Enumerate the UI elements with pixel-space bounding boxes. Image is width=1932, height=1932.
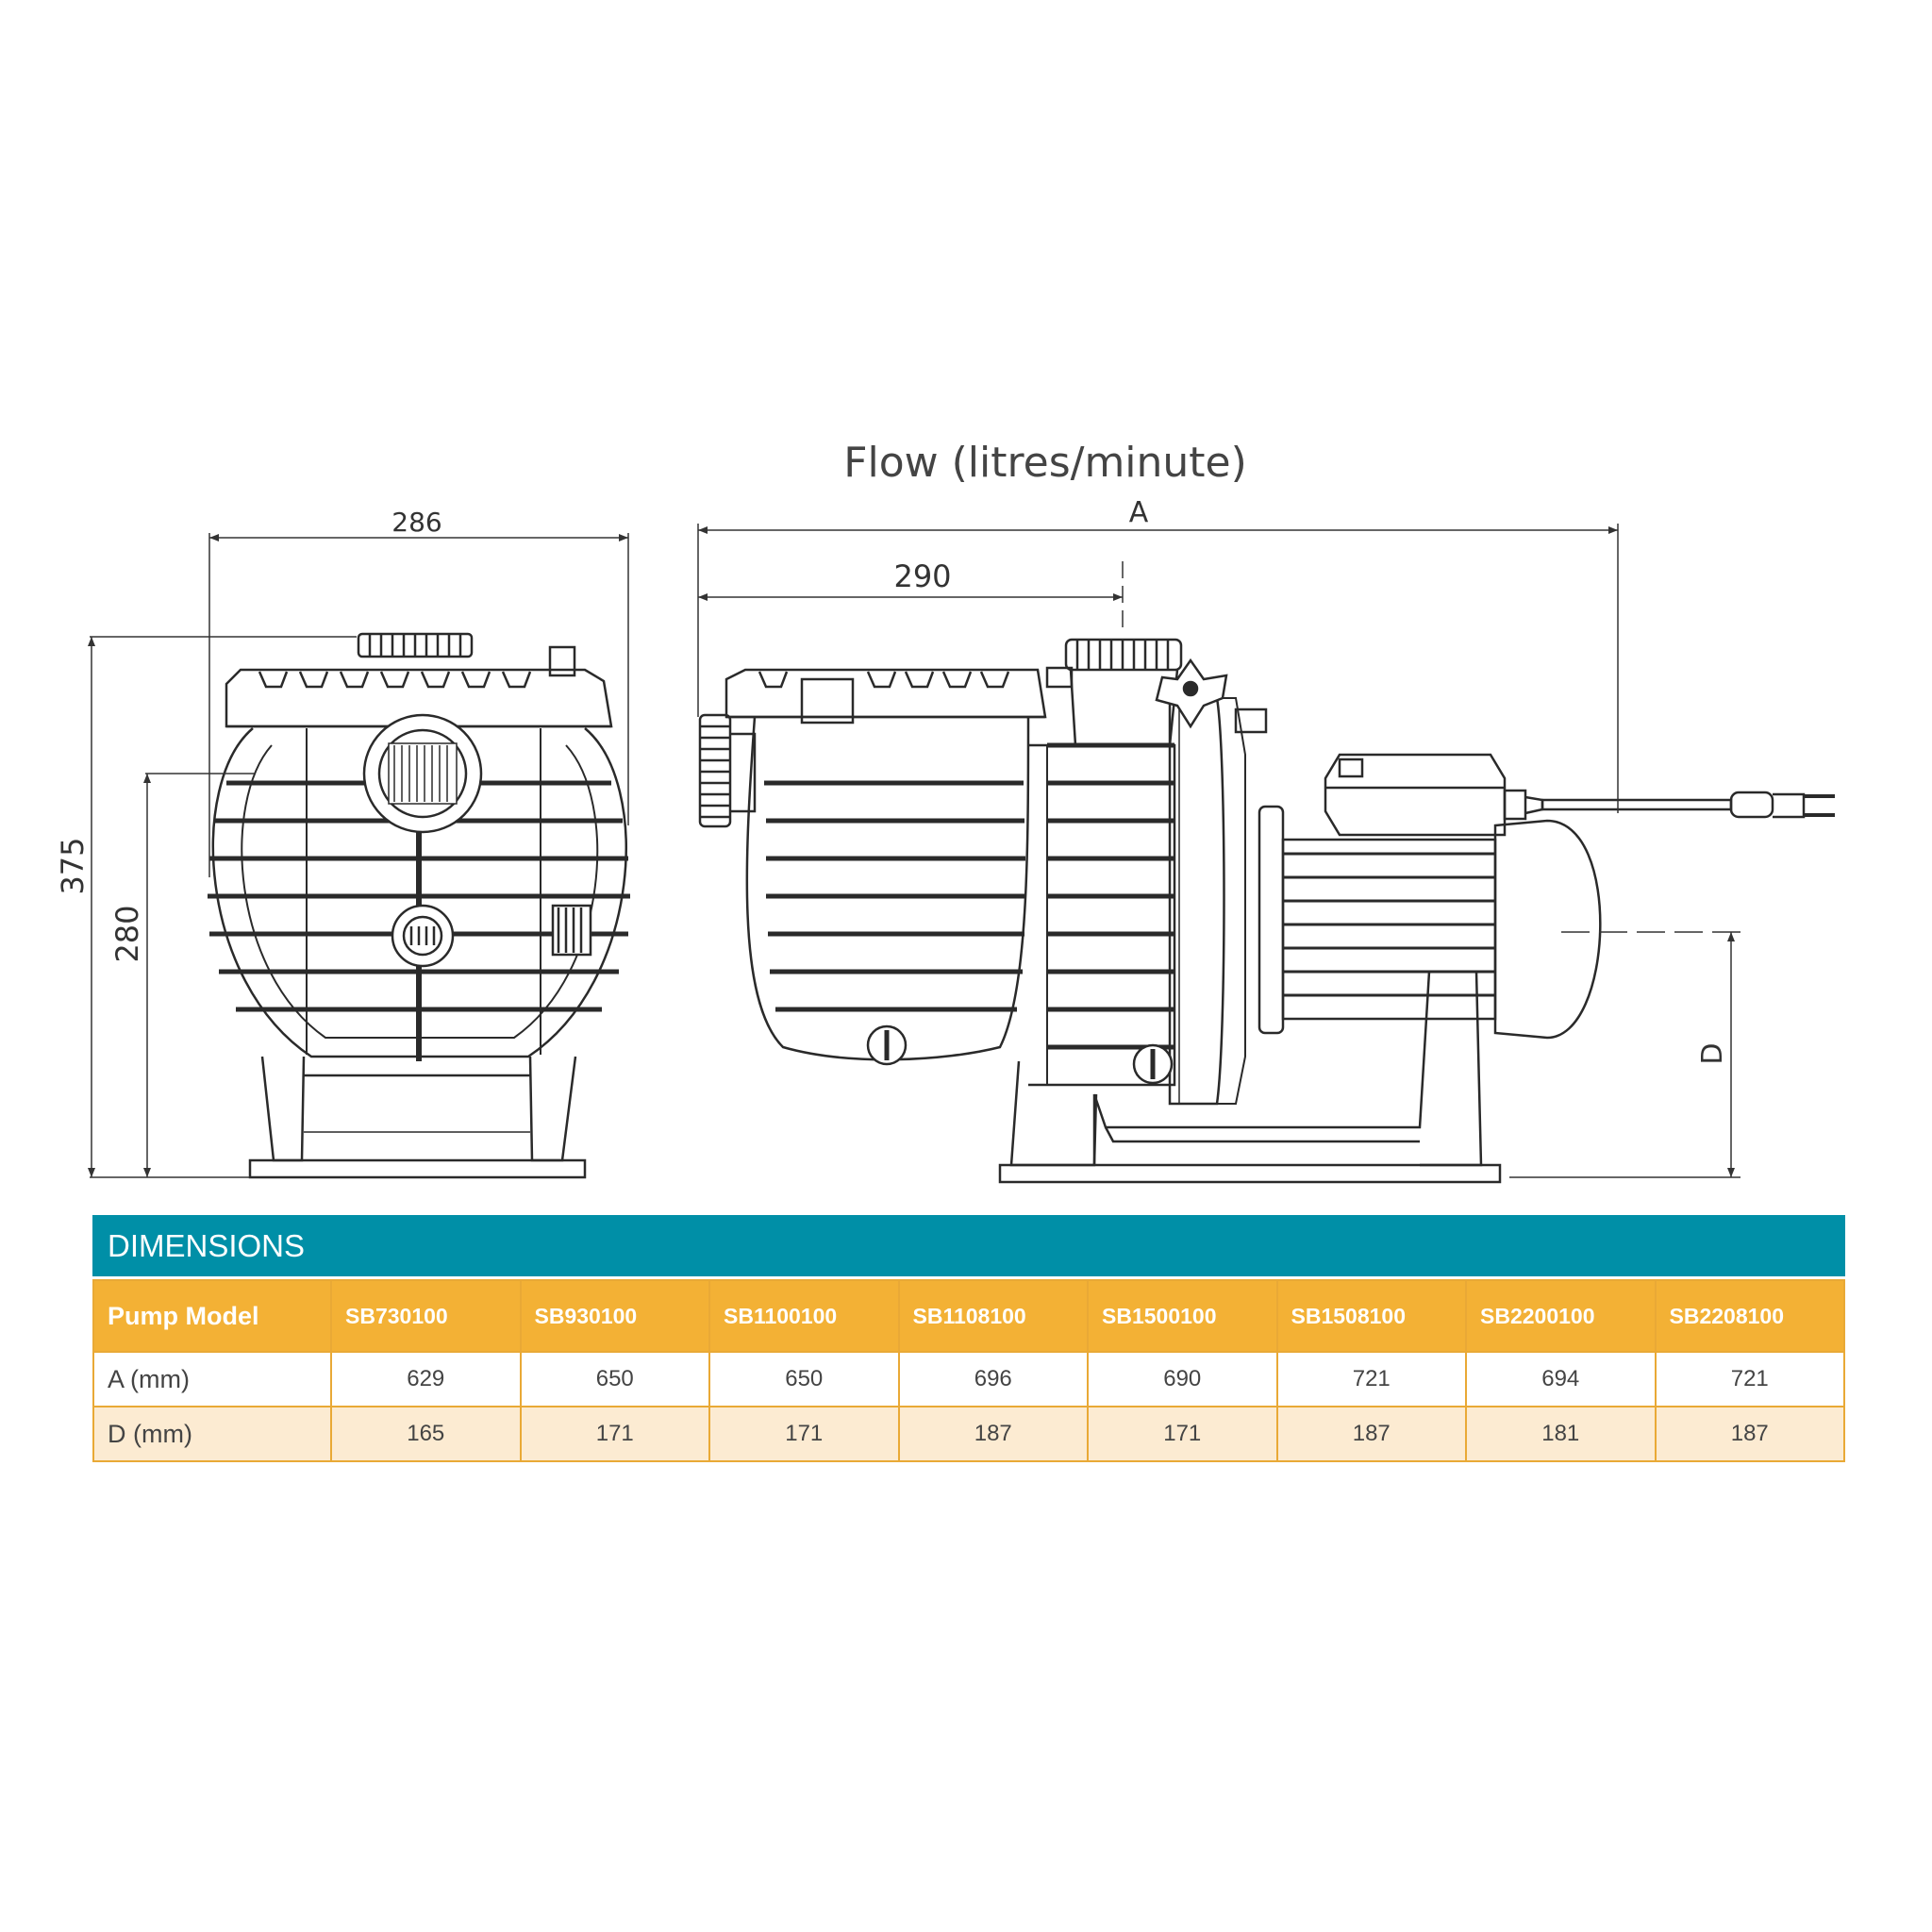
dimension-axis-height-label: 280 — [109, 905, 145, 962]
pump-front-view — [208, 632, 630, 1179]
table-header-row: Pump Model SB730100 SB930100 SB1100100 S… — [92, 1279, 1845, 1353]
table-cell: 694 — [1465, 1351, 1657, 1407]
dimension-total-height-label: 375 — [55, 837, 91, 894]
table-cell: 721 — [1654, 1351, 1845, 1407]
table-cell: 721 — [1275, 1351, 1467, 1407]
dimension-width-label: 286 — [391, 507, 441, 538]
table-cell: 187 — [1275, 1406, 1467, 1462]
table-row-a: A (mm) 629 650 650 696 690 721 694 721 — [92, 1351, 1845, 1407]
dimension-290-label: 290 — [893, 558, 951, 594]
dimension-a-label: A — [1129, 496, 1149, 529]
dimension-d-label: D — [1696, 1042, 1729, 1064]
table-cell: 650 — [708, 1351, 900, 1407]
pump-side-view — [698, 638, 1835, 1184]
table-cell: 187 — [1654, 1406, 1845, 1462]
dimensions-grid: Pump Model SB730100 SB930100 SB1100100 S… — [92, 1279, 1845, 1462]
table-cell: 187 — [897, 1406, 1089, 1462]
column-header-model: SB1508100 — [1275, 1279, 1467, 1353]
column-header-model: SB2200100 — [1465, 1279, 1657, 1353]
table-cell: 181 — [1465, 1406, 1657, 1462]
column-header-model: SB1108100 — [897, 1279, 1089, 1353]
table-cell: 696 — [897, 1351, 1089, 1407]
dimension-lines — [88, 524, 1740, 1178]
table-cell: 629 — [330, 1351, 522, 1407]
column-header-model: SB2208100 — [1654, 1279, 1845, 1353]
table-cell: 165 — [330, 1406, 522, 1462]
table-cell: 690 — [1087, 1351, 1278, 1407]
dimensions-table: DIMENSIONS Pump Model SB730100 SB930100 … — [92, 1215, 1845, 1462]
column-header-pump-model: Pump Model — [92, 1279, 332, 1353]
pump-drawing: Flow (litres/minute) — [55, 439, 1835, 1184]
column-header-model: SB730100 — [330, 1279, 522, 1353]
table-cell: 171 — [708, 1406, 900, 1462]
table-banner: DIMENSIONS — [92, 1215, 1845, 1279]
column-header-model: SB930100 — [519, 1279, 710, 1353]
row-label: A (mm) — [92, 1351, 332, 1407]
table-banner-title: DIMENSIONS — [108, 1227, 306, 1263]
drawing-title: Flow (litres/minute) — [843, 439, 1247, 487]
table-row-d: D (mm) 165 171 171 187 171 187 181 187 — [92, 1406, 1845, 1462]
column-header-model: SB1500100 — [1087, 1279, 1278, 1353]
table-cell: 650 — [519, 1351, 710, 1407]
table-cell: 171 — [1087, 1406, 1278, 1462]
table-cell: 171 — [519, 1406, 710, 1462]
column-header-model: SB1100100 — [708, 1279, 900, 1353]
row-label: D (mm) — [92, 1406, 332, 1462]
